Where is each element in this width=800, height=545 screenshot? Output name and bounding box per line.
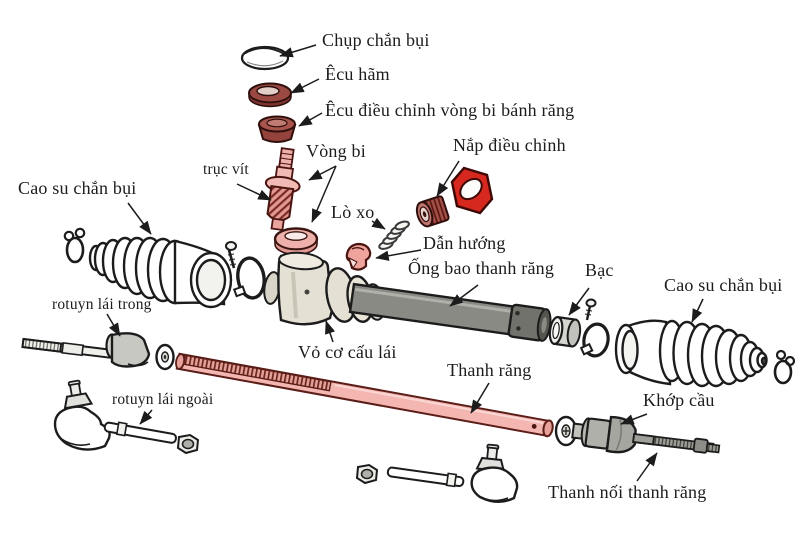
- leader-thanh-noi: [636, 452, 658, 482]
- nut-part-bottom: [355, 463, 379, 485]
- label-ecu-ham: Êcu hãm: [325, 64, 390, 84]
- outer-tie-rod-bottom-part: [386, 443, 519, 503]
- right-boot-part: [614, 319, 768, 388]
- label-thanh-rang: Thanh răng: [447, 360, 532, 380]
- threaded-plug-part: [415, 195, 450, 228]
- spring-part: [378, 220, 410, 250]
- boot-clip-right: [773, 349, 796, 385]
- label-vo-co-cau-lai: Vỏ cơ cấu lái: [298, 342, 397, 362]
- guide-part: [345, 242, 372, 271]
- label-ong-bao-thanh-rang: Ống bao thanh răng: [408, 258, 555, 278]
- leader-nap-dieu-chinh: [436, 160, 460, 197]
- label-dan-huong: Dẫn hướng: [423, 233, 506, 253]
- outer-tie-rod-left-part: [53, 379, 177, 451]
- label-cao-su-chan-bui-trai: Cao su chắn bụi: [18, 178, 137, 198]
- leader-ecu-dieu-chinh: [298, 112, 323, 127]
- adjuster-cap-part: [450, 166, 494, 215]
- leader-truc-vit: [236, 183, 272, 201]
- screw-part-left: [225, 241, 237, 269]
- boot-clip-left: [63, 227, 86, 264]
- rack-tube-part: [348, 282, 552, 342]
- washer-left-part: [155, 343, 175, 371]
- label-cao-su-chan-bui-phai: Cao su chắn bụi: [664, 275, 783, 295]
- lock-nut-part: [248, 82, 292, 108]
- label-rotuyn-lai-trong: rotuyn lái trong: [52, 296, 152, 313]
- leader-vo-co-cau: [325, 320, 336, 343]
- label-vong-bi: Vòng bi: [306, 141, 366, 161]
- label-nap-dieu-chinh: Nắp điều chỉnh: [453, 135, 566, 155]
- leader-rotuyn-ngoai: [139, 409, 153, 425]
- dust-cap-part: [240, 45, 290, 71]
- leader-cao-su-trai: [127, 202, 152, 235]
- label-bac: Bạc: [585, 260, 614, 280]
- leader-arrows: [106, 44, 704, 482]
- leader-ong-bao: [449, 284, 479, 307]
- label-thanh-noi-thanh-rang: Thanh nối thanh răng: [548, 482, 707, 502]
- inner-tie-rod-right-part: [571, 415, 721, 454]
- washer-right-part: [554, 415, 578, 447]
- nut-part-left: [176, 433, 200, 455]
- band-clamp-left: [232, 256, 266, 300]
- label-khop-cau: Khớp cầu: [643, 390, 715, 410]
- leader-cao-su-phai: [691, 298, 704, 323]
- leader-ecu-ham: [290, 78, 320, 94]
- leader-vong-bi-upper: [308, 165, 337, 181]
- label-lo-xo: Lò xo: [331, 202, 375, 222]
- pinion-shaft-part: [264, 147, 301, 232]
- leader-thanh-rang: [470, 382, 490, 414]
- label-truc-vit: trục vít: [203, 161, 249, 178]
- leader-vong-bi-lower: [311, 165, 337, 223]
- bearing-adjusting-nut-part: [257, 115, 297, 143]
- left-boot-part: [88, 236, 233, 309]
- band-clamp-right: [579, 322, 610, 358]
- leader-bac: [568, 287, 590, 316]
- leader-khop-cau: [620, 413, 648, 425]
- leader-chup-chan-bui: [279, 44, 317, 58]
- leader-lo-xo: [371, 217, 386, 230]
- lower-bearing-part: [273, 227, 319, 256]
- leader-dan-huong: [375, 249, 422, 261]
- inner-tie-rod-left-part: [21, 332, 151, 368]
- label-ecu-dieu-chinh: Êcu điều chỉnh vòng bi bánh răng: [325, 100, 575, 120]
- rack-part: [175, 352, 554, 438]
- leader-rotuyn-trong: [106, 313, 121, 337]
- label-rotuyn-lai-ngoai: rotuyn lái ngoài: [112, 391, 214, 408]
- label-chup-chan-bui: Chụp chắn bụi: [322, 30, 430, 50]
- screw-part-right: [584, 298, 597, 321]
- bushing-part: [548, 315, 582, 348]
